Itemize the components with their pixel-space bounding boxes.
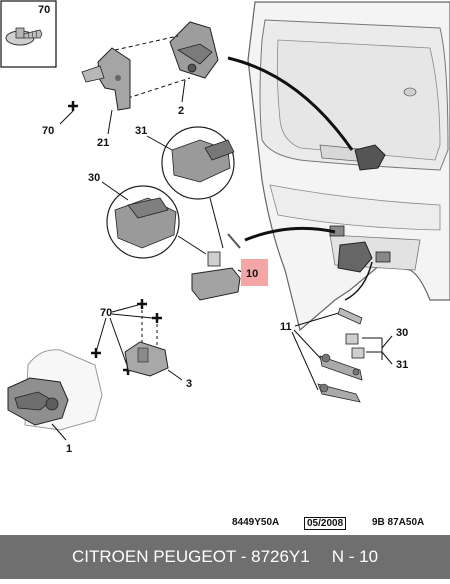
diagram-code: 8449Y50A [232, 517, 280, 528]
dashed-link-21-2-lower [127, 77, 191, 99]
dashed-link-21-2 [114, 35, 179, 51]
callout-10: 10 [246, 268, 258, 280]
callout-70-top: 70 [38, 4, 50, 16]
callout-21: 21 [97, 137, 109, 149]
date-code: 05/2008 [304, 517, 347, 530]
part-11-rods[interactable]: 11 [280, 307, 363, 403]
part-10-handle[interactable]: 10 [191, 233, 268, 301]
part-70-left[interactable]: 70 [42, 101, 78, 137]
part-31-detail[interactable]: 31 [135, 125, 235, 200]
detail-link-30 [177, 235, 207, 255]
leader-curve-top [227, 56, 354, 151]
callout-1: 1 [66, 443, 72, 455]
model-code: 9B 87A50A [372, 517, 425, 528]
part-70-inset[interactable]: 70 [0, 0, 57, 68]
tailgate-body [247, 1, 450, 332]
part-30-31-clips[interactable]: 30 31 [345, 327, 408, 371]
callout-31-top: 31 [135, 125, 147, 137]
callout-70-left: 70 [42, 125, 54, 137]
callout-70-mid: 70 [100, 307, 112, 319]
part-2-lock-actuator[interactable]: 2 [169, 21, 219, 117]
footer-brand: CITROEN PEUGEOT - 8726Y1 [71, 547, 310, 566]
reference-codes: 8449Y50A 05/2008 9B 87A50A [0, 517, 450, 531]
tailgate-motor-icon [329, 144, 391, 273]
callout-3: 3 [186, 378, 192, 390]
screw-icon [5, 27, 43, 46]
leader-curve-mid [244, 226, 336, 242]
callout-31-right: 31 [396, 359, 408, 371]
callout-30-right: 30 [396, 327, 408, 339]
callout-11: 11 [280, 321, 292, 333]
leader-curve-right [344, 261, 373, 301]
highlight-box [241, 259, 268, 286]
callout-30-top: 30 [88, 172, 100, 184]
callout-2: 2 [178, 105, 184, 117]
footer-bar: CITROEN PEUGEOT - 8726Y1 N - 10 [0, 535, 450, 579]
part-30-detail[interactable]: 30 [88, 172, 180, 259]
detail-link-31 [209, 197, 224, 249]
footer-page: N - 10 [331, 547, 379, 566]
part-21-bracket[interactable]: 21 [81, 47, 131, 149]
part-3-bracket[interactable]: 3 [124, 341, 192, 390]
part-1-lock[interactable]: 1 [7, 349, 103, 455]
